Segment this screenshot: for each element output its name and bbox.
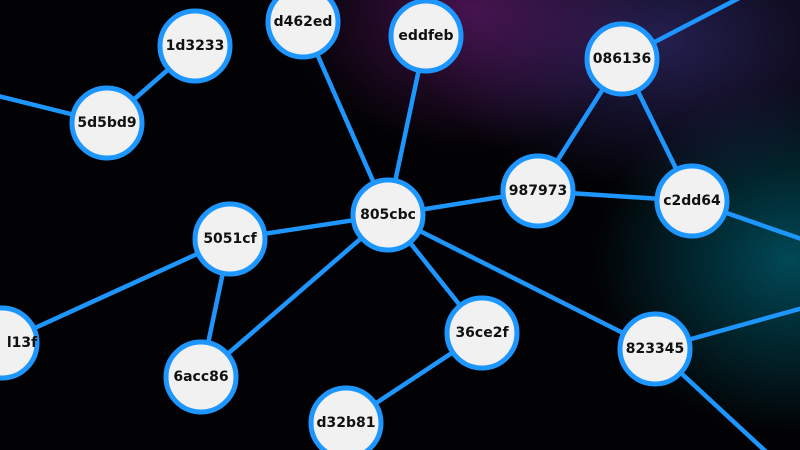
node-circle[interactable]	[584, 21, 660, 97]
node-6acc86[interactable]: 6acc86	[163, 339, 239, 415]
node-label: d32b81	[316, 415, 375, 431]
node-5051cf[interactable]: 5051cf	[192, 201, 268, 277]
node-d32b81[interactable]: d32b81	[308, 385, 384, 450]
node-circle[interactable]	[0, 305, 40, 381]
node-label: 36ce2f	[455, 325, 509, 341]
node-circle[interactable]	[654, 163, 730, 239]
edge-5051cf-l13f	[1, 236, 231, 346]
node-label: 086136	[593, 51, 651, 67]
node-label: eddfeb	[398, 28, 453, 44]
node-823345[interactable]: 823345	[617, 311, 693, 387]
node-d462ed[interactable]: d462ed	[265, 0, 341, 60]
node-circle[interactable]	[69, 85, 145, 161]
node-circle[interactable]	[157, 8, 233, 84]
node-circle[interactable]	[444, 295, 520, 371]
node-label: 1d3233	[166, 38, 225, 54]
node-label: 5051cf	[203, 231, 257, 247]
node-36ce2f[interactable]: 36ce2f	[444, 295, 520, 371]
node-circle[interactable]	[308, 385, 384, 450]
node-label: 805cbc	[360, 207, 416, 223]
node-circle[interactable]	[350, 177, 426, 253]
node-label: 6acc86	[173, 369, 228, 385]
node-086136[interactable]: 086136	[584, 21, 660, 97]
node-805cbc[interactable]: 805cbc	[350, 177, 426, 253]
node-circle[interactable]	[192, 201, 268, 277]
node-circle[interactable]	[388, 0, 464, 74]
node-circle[interactable]	[500, 153, 576, 229]
node-label: 987973	[509, 183, 567, 199]
node-c2dd64[interactable]: c2dd64	[654, 163, 730, 239]
node-circle[interactable]	[265, 0, 341, 60]
node-circle[interactable]	[163, 339, 239, 415]
edge-805cbc-823345	[386, 212, 657, 352]
node-label: c2dd64	[663, 193, 721, 209]
node-eddfeb[interactable]: eddfeb	[388, 0, 464, 74]
node-1d3233[interactable]: 1d3233	[157, 8, 233, 84]
node-circle[interactable]	[617, 311, 693, 387]
edge-805cbc-6acc86	[199, 213, 390, 379]
node-987973[interactable]: 987973	[500, 153, 576, 229]
node-l13f[interactable]: l13f	[0, 305, 40, 381]
node-label: 823345	[626, 341, 684, 357]
node-5d5bd9[interactable]: 5d5bd9	[69, 85, 145, 161]
node-label: d462ed	[274, 14, 333, 30]
node-label: 5d5bd9	[77, 115, 136, 131]
node-label: l13f	[7, 335, 38, 351]
